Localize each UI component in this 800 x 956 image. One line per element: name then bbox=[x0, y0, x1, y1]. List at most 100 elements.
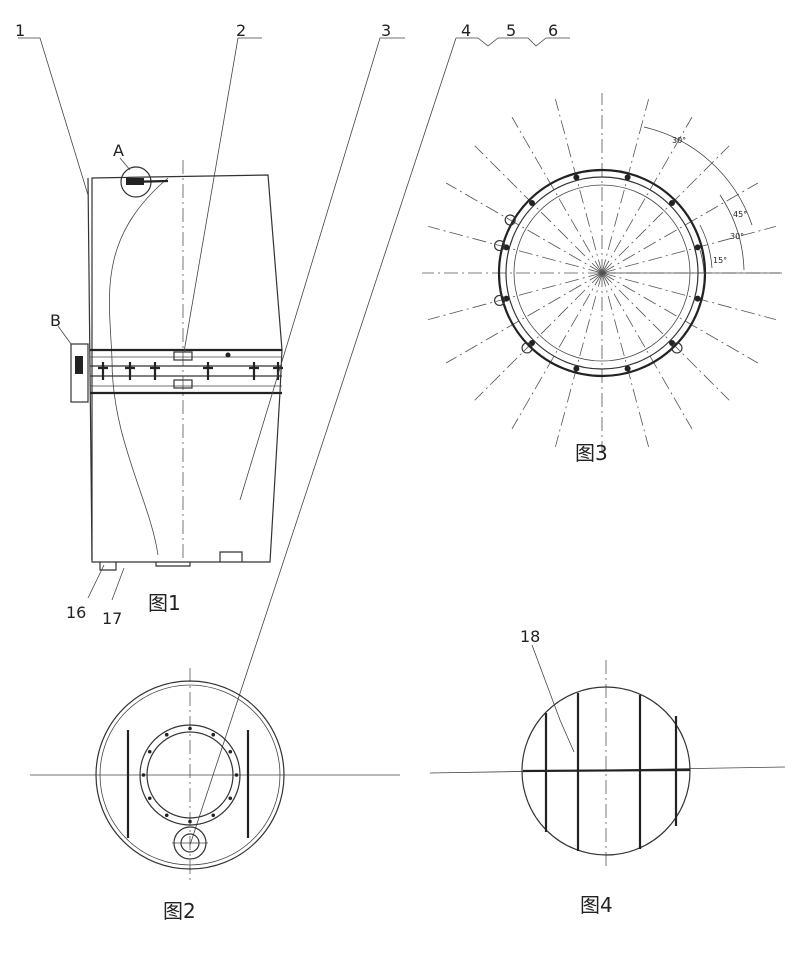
fig2-bolt-hole bbox=[234, 773, 239, 777]
fig3-radial-line bbox=[601, 145, 730, 274]
leader-a bbox=[119, 157, 131, 171]
figure-3-ring-view bbox=[422, 93, 782, 453]
callout-3: 3 bbox=[381, 21, 391, 40]
fig3-lifting-lugs bbox=[494, 214, 683, 354]
leader-1 bbox=[18, 37, 89, 196]
fig2-bolt-hole bbox=[228, 749, 233, 754]
fig3-lug bbox=[521, 342, 533, 354]
callout-1: 1 bbox=[15, 21, 25, 40]
fig3-radial-line bbox=[511, 116, 603, 274]
fig1-inner-cone-curve bbox=[109, 177, 169, 556]
fig3-lug bbox=[494, 294, 506, 307]
figure-2-caption: 图2 bbox=[163, 899, 196, 923]
fig2-bolt-hole bbox=[141, 773, 146, 777]
fig3-bolt-hole bbox=[624, 365, 631, 372]
fig3-radial-line bbox=[601, 182, 759, 274]
angle-label-30-mid: 30° bbox=[730, 232, 744, 241]
fig2-bolt-hole bbox=[147, 796, 152, 801]
fig2-opening-outer bbox=[139, 724, 241, 826]
fig1-detail-b-box bbox=[70, 343, 89, 403]
fig3-radial-line bbox=[474, 145, 603, 274]
callout-5: 5 bbox=[506, 21, 516, 40]
fig3-bolt-hole bbox=[624, 174, 631, 181]
fig3-angle-arc-30-top bbox=[643, 126, 753, 226]
callout-16: 16 bbox=[66, 603, 86, 622]
fig3-radial-line bbox=[445, 182, 603, 274]
leader-3 bbox=[239, 37, 405, 501]
leader-4 bbox=[189, 37, 457, 846]
callout-18: 18 bbox=[520, 627, 540, 646]
fig3-bolt-hole bbox=[669, 199, 676, 206]
fig3-bolt-hole bbox=[694, 244, 701, 251]
fig2-outer-circle-inner bbox=[99, 684, 281, 866]
fig3-radial-line bbox=[601, 116, 693, 274]
leader-b bbox=[57, 325, 72, 345]
fig3-bolt-holes bbox=[503, 174, 701, 372]
callout-4: 4 bbox=[461, 21, 471, 40]
fig2-bolt-hole bbox=[188, 819, 192, 824]
fig3-radial-line bbox=[428, 272, 603, 320]
leader-2 bbox=[183, 37, 262, 353]
figure-3-caption: 图3 bbox=[575, 441, 608, 465]
fig3-lug bbox=[504, 214, 516, 226]
fig3-radial-line bbox=[601, 272, 649, 447]
fig1-flange-slot-bottom bbox=[173, 379, 193, 389]
fig2-bolt-hole bbox=[164, 732, 169, 737]
fig3-radial-line bbox=[601, 272, 759, 364]
fig1-flange-bolts bbox=[98, 352, 283, 380]
callout-6: 6 bbox=[548, 21, 558, 40]
fig3-radial-line bbox=[555, 99, 603, 274]
callout-2: 2 bbox=[236, 21, 246, 40]
fig2-bolt-hole bbox=[211, 813, 216, 818]
fig3-radial-line bbox=[428, 226, 603, 274]
angle-label-15: 15° bbox=[713, 256, 727, 265]
fig3-radial-line bbox=[601, 99, 649, 274]
detail-marker-b: B bbox=[50, 311, 61, 330]
fig2-bolt-hole bbox=[188, 726, 192, 731]
fig3-bolt-hole bbox=[573, 365, 580, 372]
figure-1-side-view bbox=[18, 37, 570, 846]
fig3-bolt-hole bbox=[694, 295, 701, 302]
leader-16 bbox=[87, 564, 105, 599]
fig3-angle-arc-30-mid bbox=[699, 224, 713, 269]
fig3-radial-line bbox=[601, 226, 776, 274]
fig4-cross-bar bbox=[522, 768, 691, 773]
fig3-radial-line bbox=[555, 272, 603, 447]
fig3-lug bbox=[494, 239, 506, 252]
fig3-radial-line bbox=[601, 272, 730, 401]
fig2-opening-inner bbox=[146, 731, 234, 819]
figure-4-caption: 图4 bbox=[580, 893, 613, 917]
fig2-bolt-hole bbox=[211, 732, 216, 737]
leader-17 bbox=[111, 567, 125, 601]
leader-4-5-6-bar bbox=[456, 37, 570, 47]
fig2-bolt-hole bbox=[147, 749, 152, 754]
fig3-bolt-hole bbox=[573, 174, 580, 181]
figure-2-bottom-view bbox=[30, 668, 400, 880]
fig2-opening-bolts bbox=[141, 726, 239, 824]
detail-marker-a: A bbox=[113, 141, 124, 160]
leader-18 bbox=[531, 644, 575, 753]
fig1-left-wall bbox=[87, 177, 93, 561]
angle-label-30-top: 30° bbox=[672, 136, 686, 145]
fig3-radial-line bbox=[445, 272, 603, 364]
fig3-angle-arc-45 bbox=[719, 194, 745, 271]
callout-17: 17 bbox=[102, 609, 122, 628]
figure-4-grate-view bbox=[429, 644, 786, 870]
fig2-bolt-hole bbox=[164, 813, 169, 818]
fig1-flange-slot-top bbox=[173, 351, 193, 361]
fig3-radial-lines bbox=[422, 93, 782, 453]
fig3-radial-line bbox=[474, 272, 603, 401]
fig1-side-lug bbox=[75, 356, 83, 374]
fig3-radial-line bbox=[511, 272, 603, 430]
figure-1-caption: 图1 bbox=[148, 591, 181, 615]
fig2-outer-circle bbox=[95, 680, 285, 870]
fig3-bolt-hole bbox=[669, 340, 676, 347]
fig3-radial-line bbox=[601, 272, 776, 320]
fig3-bolt-hole bbox=[528, 199, 535, 206]
fig3-radial-line bbox=[601, 272, 693, 430]
angle-label-45: 45° bbox=[733, 210, 747, 219]
fig3-lug bbox=[671, 342, 683, 354]
fig1-feet bbox=[99, 551, 243, 571]
fig1-top-rim bbox=[125, 179, 169, 184]
